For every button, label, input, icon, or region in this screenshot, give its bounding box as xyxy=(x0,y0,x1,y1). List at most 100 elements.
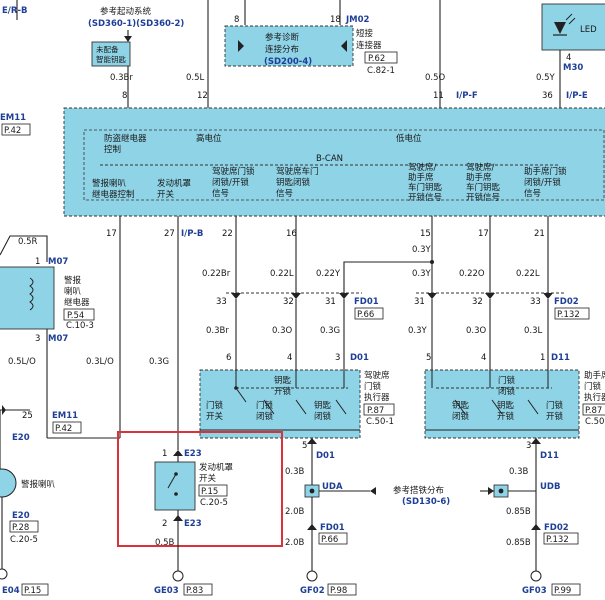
wire-label: 0.5L/O xyxy=(8,357,36,367)
low-level-label: 低电位 xyxy=(396,133,422,144)
wire-label: 0.3G xyxy=(320,326,340,336)
switch-icon xyxy=(454,399,466,415)
pin-number: 3 xyxy=(335,353,340,363)
passenger-door-actuator xyxy=(424,369,580,439)
dp-unlock-label-3: 车门钥匙 xyxy=(408,182,443,193)
page-ref-text: P.83 xyxy=(186,586,203,596)
page-ref xyxy=(318,532,348,545)
ast-door-label-3: 信号 xyxy=(524,188,541,199)
wire-label: 0.3Y xyxy=(412,269,432,279)
pin-number: 27 xyxy=(164,229,175,239)
connector-label: E23 xyxy=(184,519,202,529)
pin-number: 32 xyxy=(472,297,483,307)
connector-label: D01 xyxy=(316,451,335,461)
pin-number: 6 xyxy=(226,353,231,363)
code-ref: C.82-1 xyxy=(367,66,395,76)
pin-number: 4 xyxy=(481,353,486,363)
wire-label: 0.3Y xyxy=(408,326,428,336)
relay-name: 警报 xyxy=(64,275,82,286)
short-label: 短接 xyxy=(356,28,374,39)
hood-switch-name: 发动机罩 xyxy=(199,462,234,473)
page-ref-text: P.66 xyxy=(357,310,374,320)
wire-label: 0.22L xyxy=(270,269,294,279)
bcan-label: B-CAN xyxy=(316,154,343,164)
ground-label: GF03 xyxy=(522,586,547,596)
dp-unlock2-label-4: 开锁信号 xyxy=(466,192,500,203)
actuator-title-2: 门锁 xyxy=(364,381,382,392)
no-key-label-2: 智能钥匙 xyxy=(96,54,126,64)
wire-label: 0.3O xyxy=(272,326,293,336)
wire-label: 0.3Br xyxy=(206,326,229,336)
high-level-label: 高电位 xyxy=(196,133,222,144)
splice-label: UDB xyxy=(540,482,560,492)
pin-number: 5 xyxy=(302,441,307,451)
page-ref xyxy=(63,308,95,321)
drv-door-label-2: 闭锁/开锁 xyxy=(212,177,249,188)
hood-switch-name-2: 开关 xyxy=(199,473,217,484)
pin-number: 17 xyxy=(106,229,117,239)
ground-ref-code: (SD130-6) xyxy=(402,497,450,507)
page-ref-text: P.66 xyxy=(321,535,338,545)
wire-label: 0.5O xyxy=(425,73,446,83)
door-lock-label: 门锁 xyxy=(256,400,274,411)
page-ref-text: P.28 xyxy=(12,523,29,533)
coil-icon xyxy=(29,277,34,311)
door-unlock-label: 门锁 xyxy=(546,400,564,411)
pin-number: 1 xyxy=(35,257,40,267)
connector-label: FD02 xyxy=(554,297,579,307)
pin-number: 18 xyxy=(330,15,341,25)
diag-ref: (SD200-4) xyxy=(264,57,312,67)
code-ref: C.50 xyxy=(585,417,604,427)
connector-label: FD01 xyxy=(354,297,379,307)
page-ref xyxy=(554,307,590,320)
wire-label: 0.5L xyxy=(186,73,205,83)
splice-label: UDA xyxy=(322,482,343,492)
wire xyxy=(0,235,48,262)
drv-key-label-3: 信号 xyxy=(276,188,293,199)
connector-label: FD02 xyxy=(544,523,569,533)
code-ref: C.50-1 xyxy=(366,417,394,427)
ground-label: GF02 xyxy=(300,586,325,596)
highlight-box xyxy=(117,431,283,547)
pin-number: 31 xyxy=(414,297,425,307)
page-ref-text: P.87 xyxy=(585,406,602,416)
code-ref: C.20-5 xyxy=(10,535,38,545)
pin-number: 32 xyxy=(283,297,294,307)
connector-label: EM11 xyxy=(52,411,78,421)
diag-connector-box xyxy=(224,25,354,67)
wire-label: 0.3B xyxy=(285,467,305,477)
page-ref xyxy=(354,307,384,320)
page-ref xyxy=(52,421,82,434)
wire-label: 0.85B xyxy=(506,507,531,517)
no-key-label: 未配备 xyxy=(96,44,119,54)
page-ref xyxy=(551,583,581,596)
page-ref xyxy=(198,484,228,497)
pin-number: 4 xyxy=(566,53,571,63)
page-ref xyxy=(363,403,395,416)
diag-text: 参考诊断 xyxy=(265,32,300,43)
switch-icon xyxy=(263,399,275,415)
switch-icon xyxy=(491,399,503,415)
page-ref xyxy=(543,532,579,545)
dp-unlock-label: 驾驶席/ xyxy=(408,162,437,173)
wire-label: 0.3B xyxy=(509,467,529,477)
pin-number: 21 xyxy=(534,229,545,239)
driver-door-actuator xyxy=(199,369,361,439)
arrow-icon xyxy=(124,36,132,42)
pin-number: 1 xyxy=(540,353,545,363)
lock-sw-label-2: 开关 xyxy=(206,411,224,422)
dp-unlock-label-4: 开锁信号 xyxy=(408,192,442,203)
switch-icon xyxy=(335,399,347,415)
connector-label: D11 xyxy=(551,353,570,363)
door-lock-label-2: 闭锁 xyxy=(256,411,274,422)
page-ref-text: P.42 xyxy=(55,424,72,434)
short-label-2: 连接器 xyxy=(356,40,382,51)
page-ref xyxy=(9,520,39,533)
switch-icon xyxy=(295,399,307,415)
code-ref: C.20-5 xyxy=(200,498,228,508)
page-ref-text: P.42 xyxy=(4,126,21,136)
wire-label: 0.3L xyxy=(524,326,543,336)
wire-label: 0.3L/O xyxy=(86,357,114,367)
dp-unlock2-label: 驾驶席/ xyxy=(466,162,495,173)
